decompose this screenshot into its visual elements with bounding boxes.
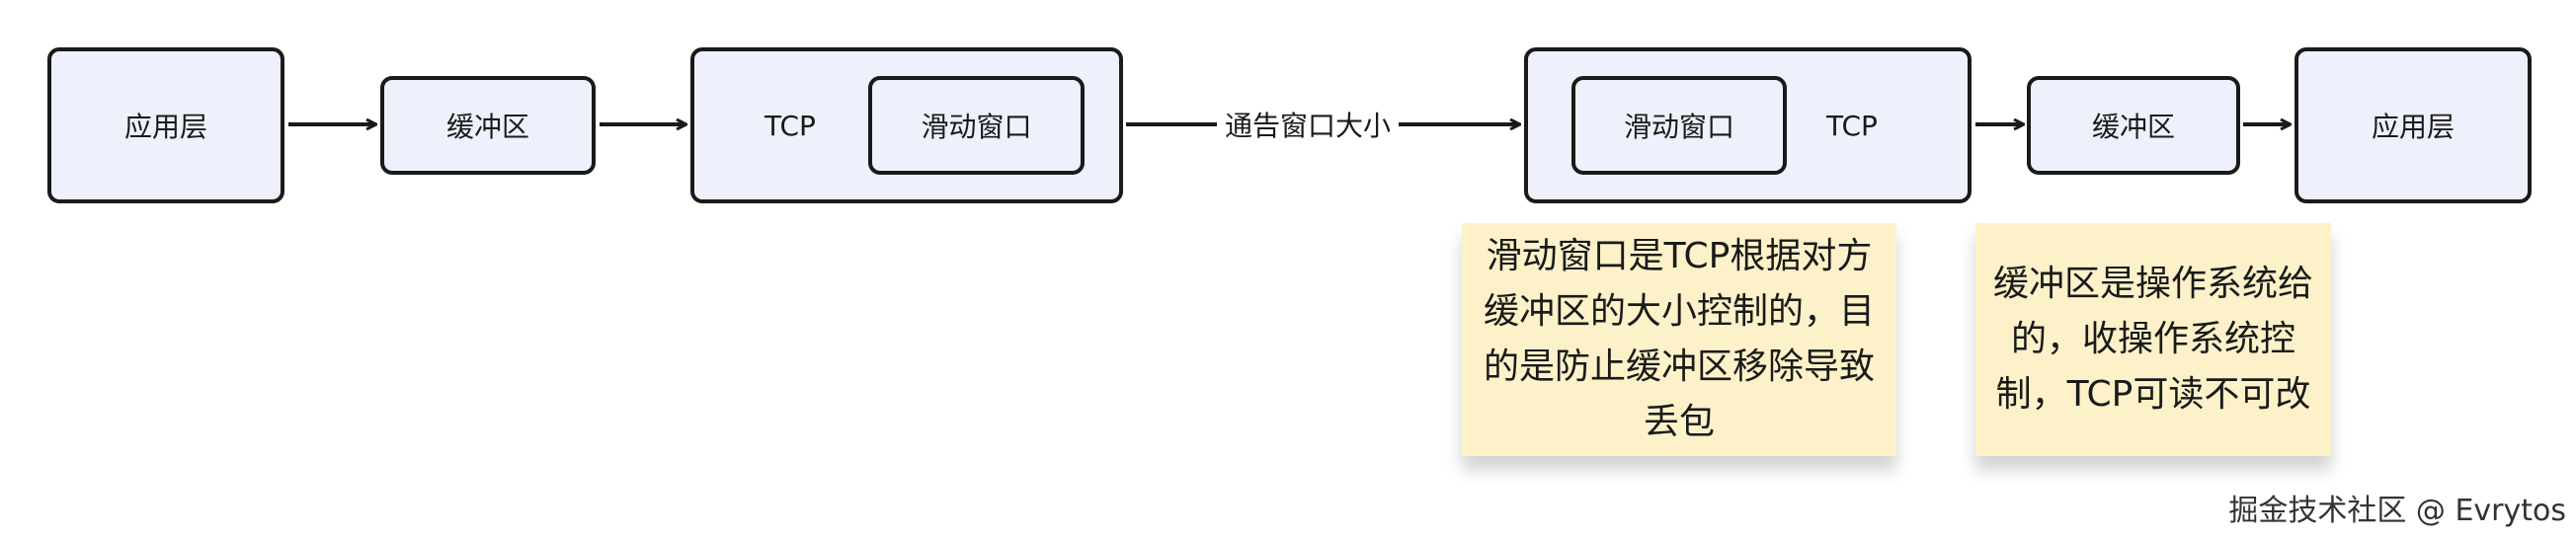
buffer-note: 缓冲区是操作系统给 的，收操作系统控 制，TCP可读不可改 bbox=[1975, 223, 2331, 456]
app-layer-right-box bbox=[2294, 47, 2532, 203]
buffer-left-label: 缓冲区 bbox=[445, 111, 529, 143]
app-layer-left-box bbox=[47, 47, 284, 203]
sliding-window-note: 滑动窗口是TCP根据对方 缓冲区的大小控制的，目 的是防止缓冲区移除导致 丢包 bbox=[1462, 223, 1896, 456]
sliding-window-note-line: 缓冲区的大小控制的，目 bbox=[1483, 291, 1875, 332]
sliding-window-right-label: 滑动窗口 bbox=[1623, 111, 1734, 143]
buffer-right-box bbox=[2027, 76, 2240, 175]
buffer-note-line: 的，收操作系统控 bbox=[2010, 319, 2295, 359]
buffer-note-line: 缓冲区是操作系统给 bbox=[1993, 264, 2314, 304]
advertise-window-label: 通告窗口大小 bbox=[1217, 105, 1400, 144]
sliding-window-left-box bbox=[868, 76, 1085, 175]
sliding-window-note-line: 滑动窗口是TCP根据对方 bbox=[1486, 236, 1873, 276]
tcp-right-label: TCP bbox=[1826, 109, 1878, 142]
tcp-left-label: TCP bbox=[765, 109, 816, 142]
app-layer-right-label: 应用层 bbox=[2371, 111, 2455, 143]
sliding-window-note-line: 的是防止缓冲区移除导致 bbox=[1483, 346, 1875, 387]
buffer-note-line: 制，TCP可读不可改 bbox=[1995, 374, 2311, 415]
sliding-window-note-line: 丢包 bbox=[1643, 402, 1715, 442]
sliding-window-right-box bbox=[1571, 76, 1787, 175]
sliding-window-left-label: 滑动窗口 bbox=[921, 111, 1032, 143]
buffer-left-box bbox=[380, 76, 596, 175]
app-layer-left-label: 应用层 bbox=[123, 111, 207, 143]
buffer-right-label: 缓冲区 bbox=[2091, 111, 2175, 143]
watermark: 掘金技术社区 @ Evrytos bbox=[2228, 494, 2566, 528]
